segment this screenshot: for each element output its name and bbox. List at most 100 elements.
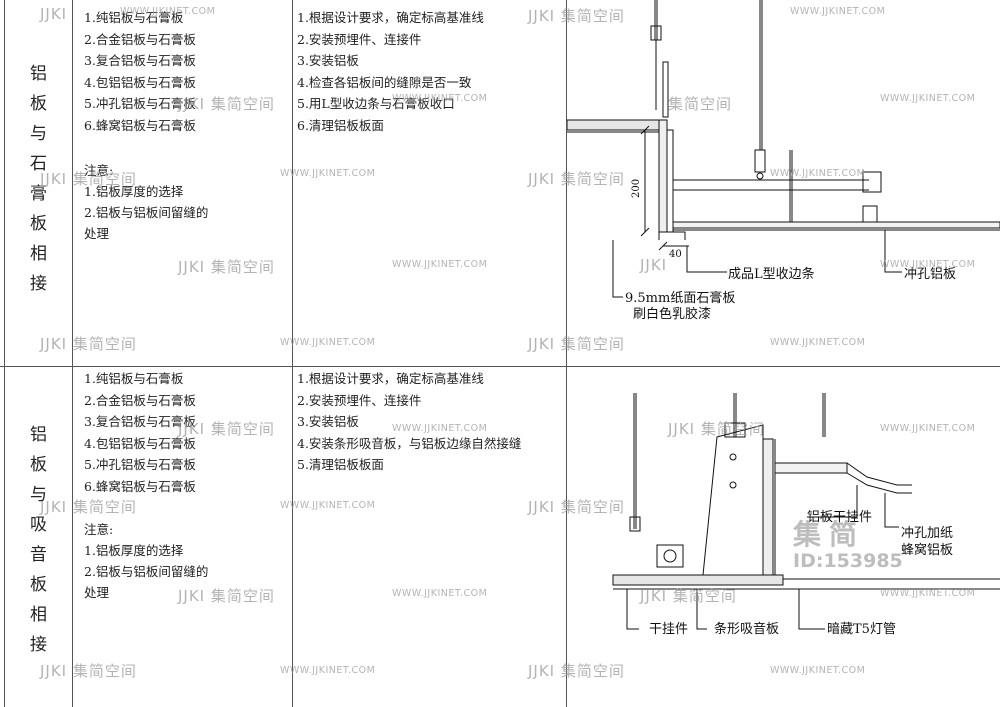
- label-hanger: 干挂件: [649, 622, 688, 637]
- note-title: 注意:: [84, 522, 114, 537]
- material-item: 2.合金铝板与石膏板: [84, 31, 196, 47]
- row-2-title: 铝 板 与 吸 音 板 相 接: [5, 408, 72, 672]
- material-item: 2.合金铝板与石膏板: [84, 392, 196, 408]
- watermark-url: WWW.JJKINET.COM: [770, 168, 866, 179]
- label-latex-paint: 刷白色乳胶漆: [633, 306, 711, 322]
- step-item: 5.用L型收边条与石膏板收口: [297, 96, 455, 111]
- row-1-steps-list: 1.根据设计要求，确定标高基准线 2.安装预埋件、连接件 3.安装铝板 4.检查…: [297, 7, 484, 136]
- step-item: 6.清理铝板板面: [297, 117, 384, 133]
- row-2-title-char: 板: [30, 575, 47, 595]
- watermark: JJKI 集简空间: [528, 662, 625, 680]
- id-watermark-number: ID:153985: [793, 550, 903, 572]
- row-2-notes: 注意: 1.铝板厚度的选择 2.铝板与铝板间留缝的 处理: [84, 519, 208, 603]
- watermark-url: WWW.JJKINET.COM: [392, 93, 488, 104]
- watermark: JJKI 集简空间: [528, 335, 625, 353]
- note-item: 处理: [84, 585, 110, 600]
- row-1-title-char: 接: [30, 274, 47, 294]
- row-1-title-char: 石: [30, 154, 47, 174]
- id-watermark-brand: 集简: [793, 518, 866, 551]
- row-2-title-char: 接: [30, 635, 47, 655]
- watermark: JJKI 集简空间: [178, 420, 275, 438]
- note-item: 2.铝板与铝板间留缝的: [84, 564, 209, 579]
- row-1-title-char: 相: [30, 244, 47, 264]
- watermark: JJKI 集简空间: [40, 498, 137, 516]
- row-1-notes: 注意: 1.铝板厚度的选择 2.铝板与铝板间留缝的 处理: [84, 160, 208, 244]
- label-hidden-lamp: 暗藏T5灯管: [827, 622, 896, 637]
- step-item: 5.清理铝板板面: [297, 457, 384, 472]
- row-1-section-drawing: 200 40 成品L型收边条 冲孔铝板 9.5mm纸面石膏板 刷白色乳胶漆: [567, 0, 1000, 322]
- watermark: JJKI 集简空间: [528, 498, 625, 516]
- column-divider-3: [566, 0, 567, 707]
- watermark-url: WWW.JJKINET.COM: [280, 665, 376, 676]
- watermark-url: WWW.JJKINET.COM: [770, 337, 866, 348]
- row-1-title-char: 铝: [30, 64, 47, 84]
- watermark-url: WWW.JJKINET.COM: [280, 337, 376, 348]
- table-left-border: [4, 0, 5, 707]
- column-divider-2: [292, 0, 293, 707]
- material-item: 6.蜂窝铝板与石膏板: [84, 478, 196, 494]
- step-item: 2.安装预埋件、连接件: [297, 31, 422, 47]
- watermark-url: WWW.JJKINET.COM: [880, 93, 976, 104]
- step-item: 4.检查各铝板间的缝隙是否一致: [297, 74, 472, 90]
- watermark-url: WWW.JJKINET.COM: [790, 6, 886, 17]
- label-perforated-panel: 冲孔铝板: [904, 267, 956, 282]
- watermark: JJKI 集简空间: [40, 170, 137, 188]
- row-1-materials-list: 1.纯铝板与石膏板 2.合金铝板与石膏板 3.复合铝板与石膏板 4.包铝铝板与石…: [84, 7, 196, 136]
- row-divider: [0, 366, 1000, 367]
- row-2-steps-list: 1.根据设计要求，确定标高基准线 2.安装预埋件、连接件 3.安装铝板 4.安装…: [297, 368, 521, 476]
- material-item: 1.纯铝板与石膏板: [84, 10, 184, 25]
- material-item: 5.冲孔铝板与石膏板: [84, 96, 196, 111]
- label-perforated-honeycomb-1: 冲孔加纸: [901, 526, 953, 541]
- dimension-40: 40: [669, 249, 682, 260]
- material-item: 4.包铝铝板与石膏板: [84, 74, 196, 90]
- note-item: 1.铝板厚度的选择: [84, 543, 184, 558]
- row-2-title-char: 吸: [30, 515, 47, 535]
- watermark-url: WWW.JJKINET.COM: [120, 6, 216, 17]
- label-acoustic-board: 条形吸音板: [714, 621, 779, 637]
- row-2-title-char: 音: [30, 545, 47, 565]
- watermark: JJKI 集简空间: [528, 170, 625, 188]
- id-watermark: 集简 ID:153985: [793, 518, 903, 573]
- row-1-title-char: 膏: [30, 184, 47, 204]
- watermark: 集简空间: [668, 95, 733, 113]
- dimension-200: 200: [631, 179, 642, 198]
- row-2-title-char: 板: [30, 455, 47, 475]
- watermark-url: WWW.JJKINET.COM: [880, 259, 976, 270]
- watermark-url: WWW.JJKINET.COM: [392, 423, 488, 434]
- note-item: 处理: [84, 226, 110, 241]
- step-item: 2.安装预埋件、连接件: [297, 392, 422, 408]
- row-1-title: 铝 板 与 石 膏 板 相 接: [5, 58, 72, 300]
- watermark: JJKI 集简空间: [528, 7, 625, 25]
- label-edge-strip: 成品L型收边条: [728, 266, 815, 282]
- watermark-url: WWW.JJKINET.COM: [280, 168, 376, 179]
- row-1-title-char: 与: [30, 124, 47, 144]
- label-gypsum-board: 9.5mm纸面石膏板: [625, 290, 735, 306]
- row-2-title-char: 相: [30, 605, 47, 625]
- watermark: JJKI: [640, 256, 668, 274]
- material-item: 4.包铝铝板与石膏板: [84, 435, 196, 451]
- note-item: 2.铝板与铝板间留缝的: [84, 205, 209, 220]
- row-2-title-char: 铝: [30, 425, 47, 445]
- material-item: 3.复合铝板与石膏板: [84, 53, 196, 68]
- watermark-url: WWW.JJKINET.COM: [770, 665, 866, 676]
- step-item: 1.根据设计要求，确定标高基准线: [297, 371, 484, 386]
- watermark-url: WWW.JJKINET.COM: [880, 588, 976, 599]
- row-2-title-char: 与: [30, 485, 47, 505]
- material-item: 1.纯铝板与石膏板: [84, 371, 184, 386]
- step-item: 4.安装条形吸音板，与铝板边缘自然接缝: [297, 435, 522, 451]
- watermark-url: WWW.JJKINET.COM: [392, 259, 488, 270]
- watermark-url: WWW.JJKINET.COM: [880, 423, 976, 434]
- row-2-section-drawing: 铝板干挂件 冲孔加纸 蜂窝铝板 干挂件 条形吸音板 暗藏T5灯管: [612, 393, 1000, 637]
- watermark: JJKI 集简空间: [178, 95, 275, 113]
- watermark: JJKI: [40, 5, 68, 23]
- row-2-materials-list: 1.纯铝板与石膏板 2.合金铝板与石膏板 3.复合铝板与石膏板 4.包铝铝板与石…: [84, 368, 196, 497]
- watermark-url: WWW.JJKINET.COM: [392, 588, 488, 599]
- row-1-title-char: 板: [30, 214, 47, 234]
- watermark: JJKI 集简空间: [640, 587, 737, 605]
- note-item: 1.铝板厚度的选择: [84, 184, 184, 199]
- material-item: 5.冲孔铝板与石膏板: [84, 457, 196, 472]
- label-panel-hanger: 铝板干挂件: [807, 510, 872, 525]
- label-perforated-honeycomb-2: 蜂窝铝板: [901, 542, 953, 558]
- material-item: 3.复合铝板与石膏板: [84, 414, 196, 429]
